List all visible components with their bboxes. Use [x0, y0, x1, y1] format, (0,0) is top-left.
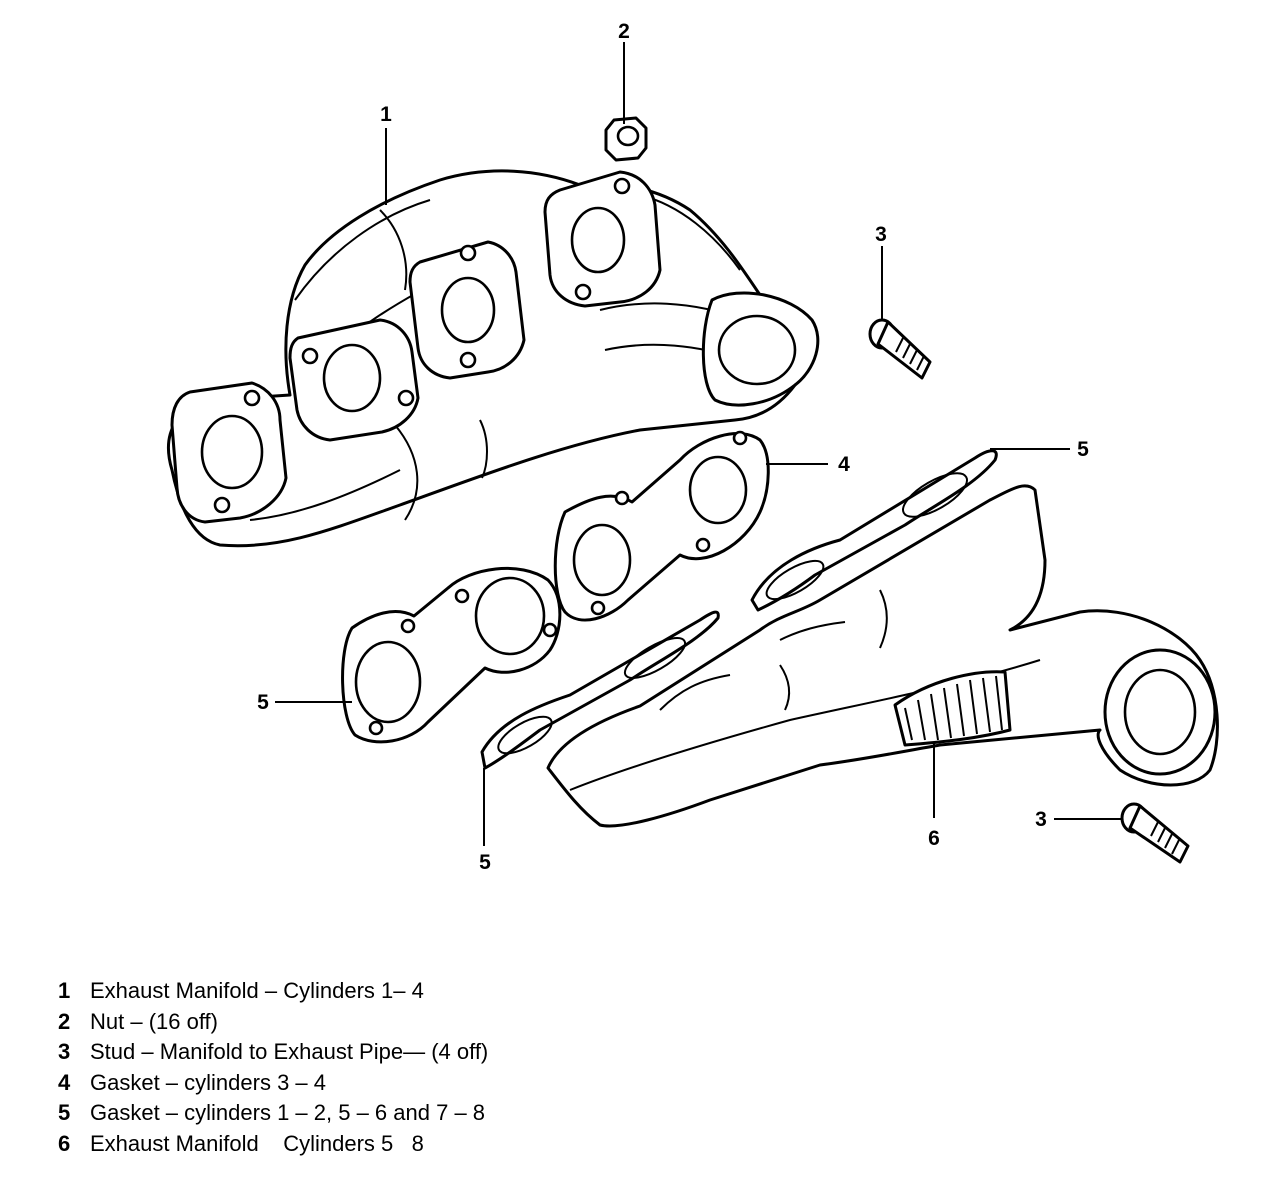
legend-number: 6	[58, 1130, 71, 1156]
legend-item: 6 Exhaust Manifold Cylinders 5 8	[58, 1129, 488, 1160]
legend-number: 2	[58, 1008, 71, 1034]
gasket-cylinders-3-4	[553, 430, 770, 622]
legend-number: 5	[58, 1100, 71, 1125]
legend-text: Gasket – cylinders 1 – 2, 5 – 6 and 7 – …	[90, 1100, 486, 1125]
callout-4: 4	[838, 453, 850, 476]
stud-lower	[1120, 802, 1190, 864]
exhaust-manifold-cylinders-1-4	[167, 169, 820, 548]
legend-item: 5 Gasket – cylinders 1 – 2, 5 – 6 and 7 –…	[58, 1098, 488, 1129]
exhaust-manifold-diagram: 1 2 3 4 5 5 5 6 3	[167, 20, 1219, 874]
callout-3-upper: 3	[875, 223, 887, 246]
callout-5-left: 5	[257, 691, 269, 714]
callout-5-bottom: 5	[479, 851, 491, 874]
legend-text: Exhaust Manifold – Cylinders 1– 4	[90, 978, 424, 1003]
legend-text: Gasket – cylinders 3 – 4	[90, 1069, 327, 1095]
legend-text: Exhaust Manifold Cylinders 5 8	[90, 1130, 424, 1156]
stud-upper	[868, 318, 932, 380]
callout-3-lower: 3	[1035, 808, 1047, 831]
legend-text: Stud – Manifold to Exhaust Pipe— (4 off)	[90, 1039, 489, 1064]
callout-1: 1	[380, 103, 392, 126]
leader-lines	[275, 42, 1122, 846]
legend-number: 3	[58, 1039, 71, 1064]
gasket-cylinders-7-8	[750, 449, 998, 612]
callout-2: 2	[618, 20, 630, 43]
legend-item: 3 Stud – Manifold to Exhaust Pipe— (4 off…	[58, 1037, 488, 1068]
legend-item: 4 Gasket – cylinders 3 – 4	[58, 1068, 488, 1099]
legend-item: 2 Nut – (16 off)	[58, 1007, 488, 1038]
legend-text: Nut – (16 off)	[90, 1008, 218, 1034]
legend-number: 1	[58, 978, 71, 1003]
legend-number: 4	[58, 1069, 71, 1095]
legend-item: 1 Exhaust Manifold – Cylinders 1– 4	[58, 976, 488, 1007]
exhaust-manifold-cylinders-5-8	[546, 484, 1219, 828]
callout-6: 6	[928, 827, 940, 850]
callout-5-right: 5	[1077, 438, 1089, 461]
gasket-cylinders-1-2	[341, 567, 562, 744]
parts-legend: 1 Exhaust Manifold – Cylinders 1– 4 2 Nut …	[58, 976, 488, 1159]
nut	[604, 116, 648, 162]
gasket-cylinders-5-6	[480, 610, 720, 770]
